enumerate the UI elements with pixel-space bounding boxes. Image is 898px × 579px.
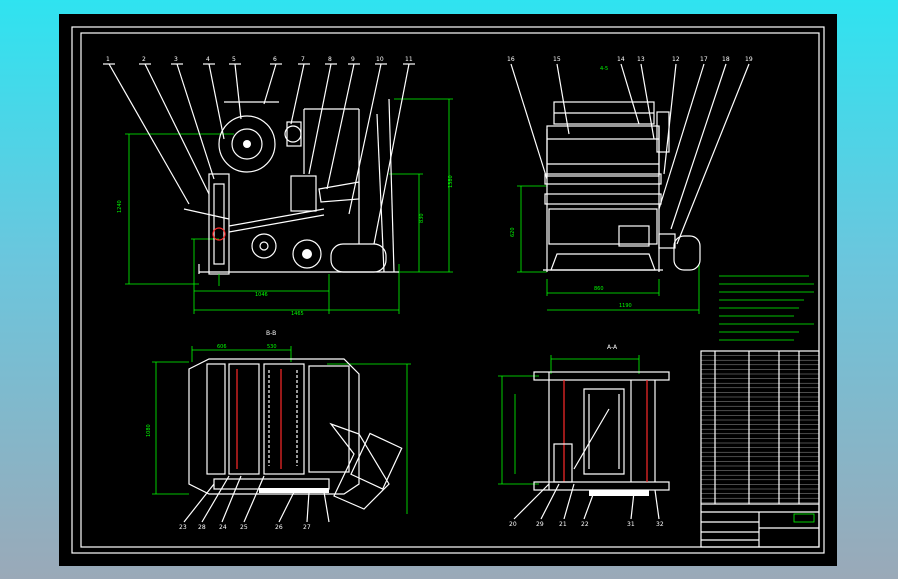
callout-4: 4: [206, 56, 210, 63]
svg-text:1046: 1046: [255, 292, 268, 298]
callout-10: 10: [376, 56, 384, 63]
callout-17: 17: [700, 56, 708, 63]
section-label-aa: A-A: [607, 344, 618, 351]
callout-26: 26: [275, 524, 283, 531]
svg-text:1080: 1080: [146, 424, 152, 437]
callout-14: 14: [617, 56, 625, 63]
top-view: B-B 1080 606 530 2: [146, 330, 411, 531]
callout-6: 6: [273, 56, 277, 63]
outer-border: [71, 26, 825, 554]
callout-18: 18: [722, 56, 730, 63]
callout-11: 11: [405, 56, 413, 63]
callout-25: 25: [240, 524, 248, 531]
drawing-sheet: 1240 1046 1465 830 1380: [59, 14, 837, 566]
callout-27: 27: [303, 524, 311, 531]
svg-text:4-5: 4-5: [600, 66, 608, 72]
callout-21: 21: [559, 521, 567, 528]
svg-text:1465: 1465: [291, 311, 304, 317]
callout-20: 20: [509, 521, 517, 528]
side-view: 620 860 1190 4-5 16 15 14 13 12 17 18 19: [507, 56, 753, 314]
inner-border: [80, 32, 820, 548]
callout-9: 9: [351, 56, 355, 63]
callout-32: 32: [656, 521, 664, 528]
callout-29: 29: [536, 521, 544, 528]
callout-13: 13: [637, 56, 645, 63]
technical-notes: [719, 275, 814, 341]
svg-text:1380: 1380: [448, 175, 454, 188]
callout-12: 12: [672, 56, 680, 63]
front-view: 1240 1046 1465 830 1380: [103, 56, 454, 317]
callout-16: 16: [507, 56, 515, 63]
section-label-bb: B-B: [266, 330, 276, 337]
callout-24: 24: [219, 524, 227, 531]
callout-5: 5: [232, 56, 236, 63]
parts-list-table: [700, 350, 820, 548]
callout-23: 23: [179, 524, 187, 531]
callout-22: 22: [581, 521, 589, 528]
svg-text:1190: 1190: [619, 303, 632, 309]
svg-text:606: 606: [217, 344, 227, 350]
callout-7: 7: [301, 56, 305, 63]
callout-19: 19: [745, 56, 753, 63]
callout-31: 31: [627, 521, 635, 528]
callout-15: 15: [553, 56, 561, 63]
section-view: A-A 20 29 21 22 31 32: [498, 344, 670, 528]
cad-drawing: 1240 1046 1465 830 1380: [71, 26, 825, 554]
callout-28: 28: [198, 524, 206, 531]
callout-8: 8: [328, 56, 332, 63]
svg-text:530: 530: [267, 344, 277, 350]
callout-3: 3: [174, 56, 178, 63]
svg-text:1240: 1240: [117, 200, 123, 213]
callout-2: 2: [142, 56, 146, 63]
svg-text:860: 860: [594, 286, 604, 292]
callout-1: 1: [106, 56, 110, 63]
svg-text:620: 620: [510, 227, 516, 237]
svg-text:830: 830: [419, 213, 425, 223]
